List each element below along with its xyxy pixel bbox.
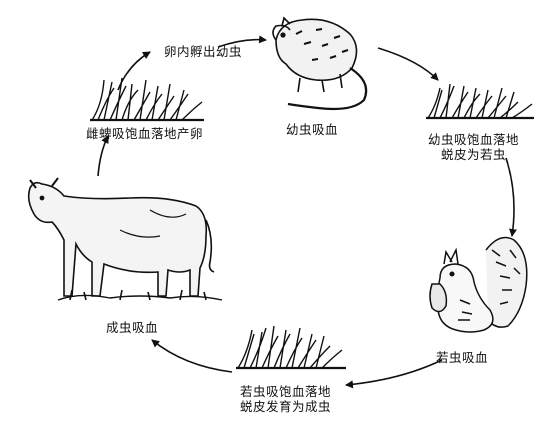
label-nymph-feed: 若虫吸血: [436, 350, 489, 365]
label-larva-feed: 幼虫吸血: [286, 122, 339, 137]
label-nymph-molt-line2: 蜕皮发育为成虫: [240, 399, 332, 414]
cow-icon: [27, 177, 223, 301]
grass-icon: [426, 83, 534, 120]
rodent-icon: [272, 16, 368, 111]
grass-icon: [90, 77, 204, 122]
arrow-female-to-eggs: [117, 51, 151, 91]
label-adult-feed: 成虫吸血: [106, 320, 159, 335]
arrow-eggs-to-larva: [217, 35, 267, 48]
label-egg-hatch: 卵内孵出幼虫: [164, 44, 243, 59]
arrow-nymph-to-molt: [345, 359, 443, 389]
squirrel-icon: [429, 236, 528, 333]
cycle-arrows: [97, 35, 517, 389]
label-nymph-molt: 若虫吸饱血落地 蜕皮发育为成虫: [240, 384, 331, 414]
arrow-larva-to-molt: [377, 47, 439, 81]
label-female-lay: 雌蜱吸饱血落地产卵: [86, 126, 204, 141]
label-nymph-molt-line1: 若虫吸饱血落地: [240, 384, 332, 399]
label-larva-molt-line2: 蜕皮为若虫: [441, 147, 507, 162]
label-larva-molt: 幼虫吸饱血落地 蜕皮为若虫: [428, 132, 519, 162]
grass-icon: [236, 325, 346, 370]
label-larva-molt-line1: 幼虫吸饱血落地: [428, 132, 520, 147]
arrow-molt-to-nymph: [505, 157, 517, 237]
arrow-adult-to-female: [97, 135, 109, 177]
arrow-molt-to-adult: [151, 339, 233, 373]
